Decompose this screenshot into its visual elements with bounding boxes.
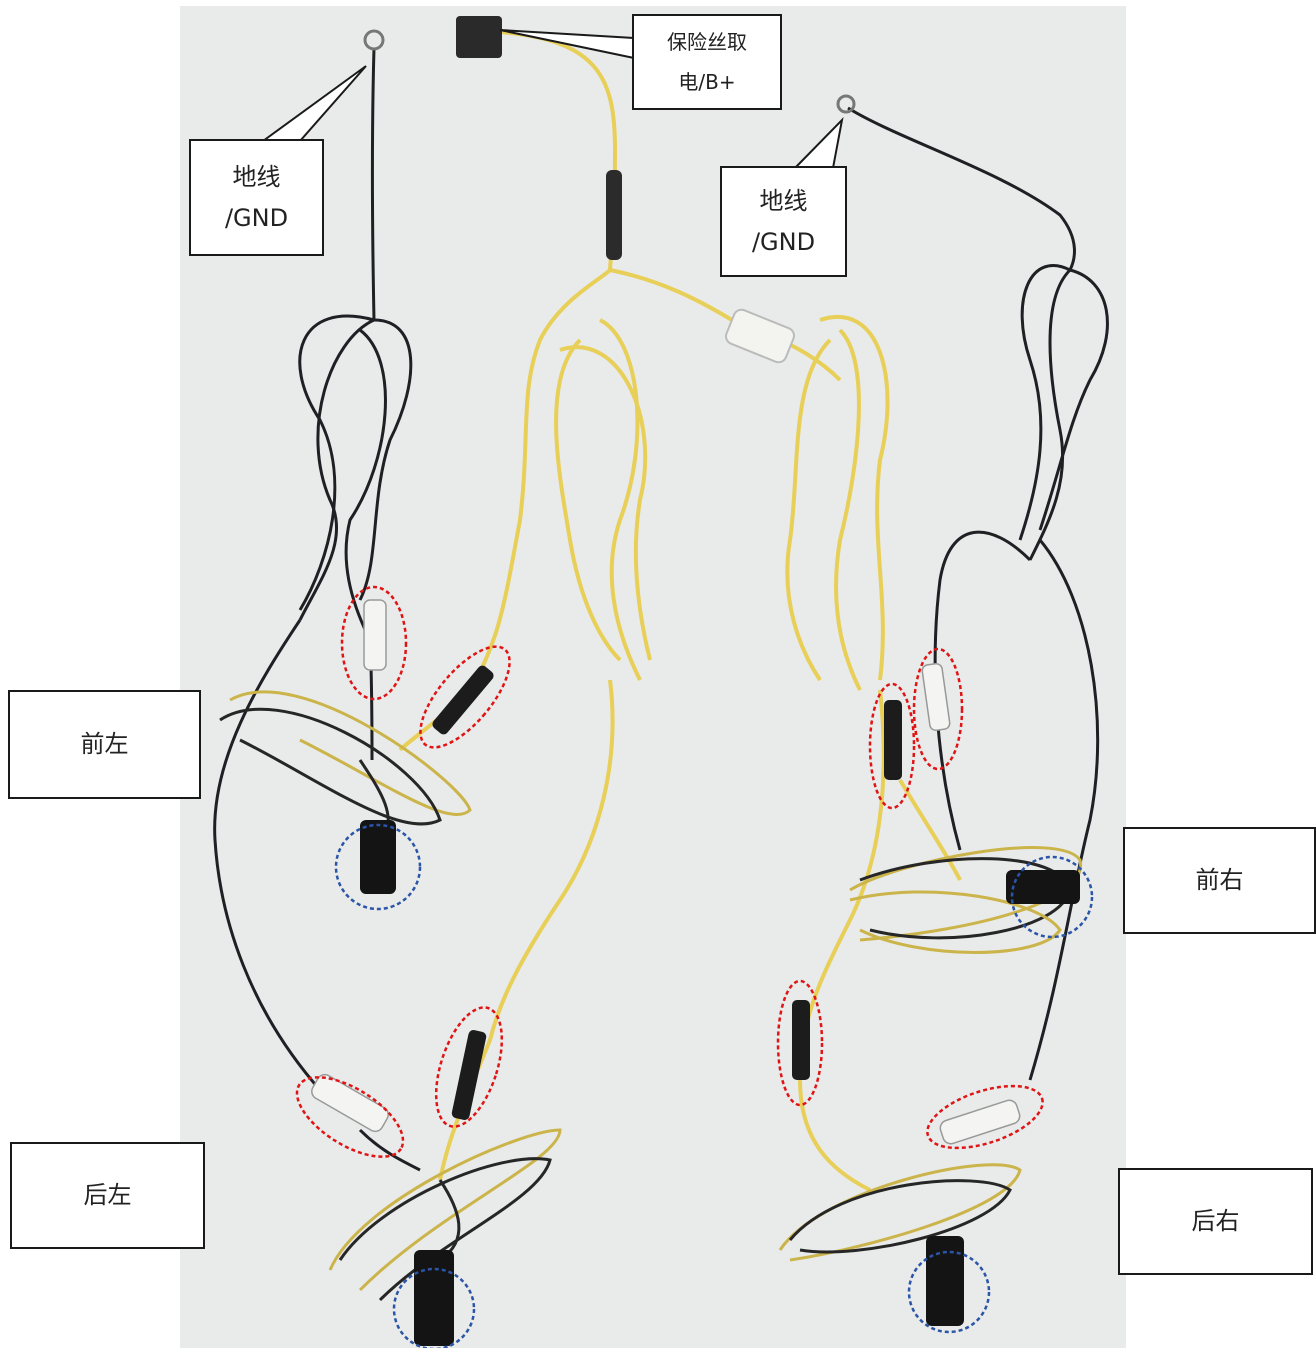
fuse-tap-connector	[456, 16, 502, 58]
label-rear-left-text: 后左	[83, 1181, 132, 1210]
right-ground-harness	[847, 106, 1109, 1081]
red-marker-rl-black	[434, 1006, 504, 1128]
red-marker-fl-white	[340, 585, 408, 701]
blue-marker-rear-right	[907, 1250, 991, 1334]
label-ground-left: 地线 /GND	[189, 139, 324, 256]
red-marker-fr-black	[868, 682, 916, 810]
callout-pointers	[259, 29, 844, 169]
label-front-right: 前右	[1123, 827, 1316, 934]
red-marker-rr-white	[926, 1084, 1044, 1150]
left-ground-ring-terminal	[363, 29, 385, 51]
white-connectors	[311, 599, 1021, 1145]
red-marker-fr-white	[912, 647, 964, 771]
red-marker-rr-black	[776, 979, 824, 1107]
label-ground-left-line1: 地线	[232, 162, 281, 191]
heat-shrink-sleeve	[606, 170, 622, 260]
red-highlight-markers	[295, 585, 1044, 1158]
label-rear-right: 后右	[1118, 1168, 1313, 1275]
label-fuse-power: 保险丝取 电/B+	[632, 14, 782, 110]
rear-right-coil	[778, 1163, 1022, 1262]
right-ground-ring-terminal	[836, 94, 856, 114]
label-fuse-power-line2: 电/B+	[678, 70, 736, 94]
label-ground-right-line1: 地线	[759, 186, 808, 215]
inline-fuse-holder	[725, 308, 795, 364]
blue-marker-front-left	[334, 823, 422, 911]
label-ground-left-line2: /GND	[224, 203, 289, 232]
label-front-right-text: 前右	[1195, 866, 1244, 895]
label-ground-right-line2: /GND	[751, 227, 816, 256]
label-front-left: 前左	[8, 690, 201, 799]
black-connectors	[432, 665, 902, 1120]
blue-highlight-markers	[334, 823, 1094, 1348]
left-ground-harness	[213, 47, 421, 1172]
end-plugs	[360, 820, 1080, 1346]
label-front-left-text: 前左	[80, 730, 129, 759]
red-marker-fl-black	[419, 645, 511, 749]
label-ground-right: 地线 /GND	[720, 166, 847, 277]
blue-marker-front-right	[1010, 855, 1094, 939]
label-rear-right-text: 后右	[1191, 1207, 1240, 1236]
label-rear-left: 后左	[10, 1142, 205, 1249]
label-fuse-power-line1: 保险丝取	[667, 30, 747, 54]
blue-marker-rear-left	[392, 1267, 476, 1348]
red-marker-rl-white	[295, 1076, 405, 1158]
